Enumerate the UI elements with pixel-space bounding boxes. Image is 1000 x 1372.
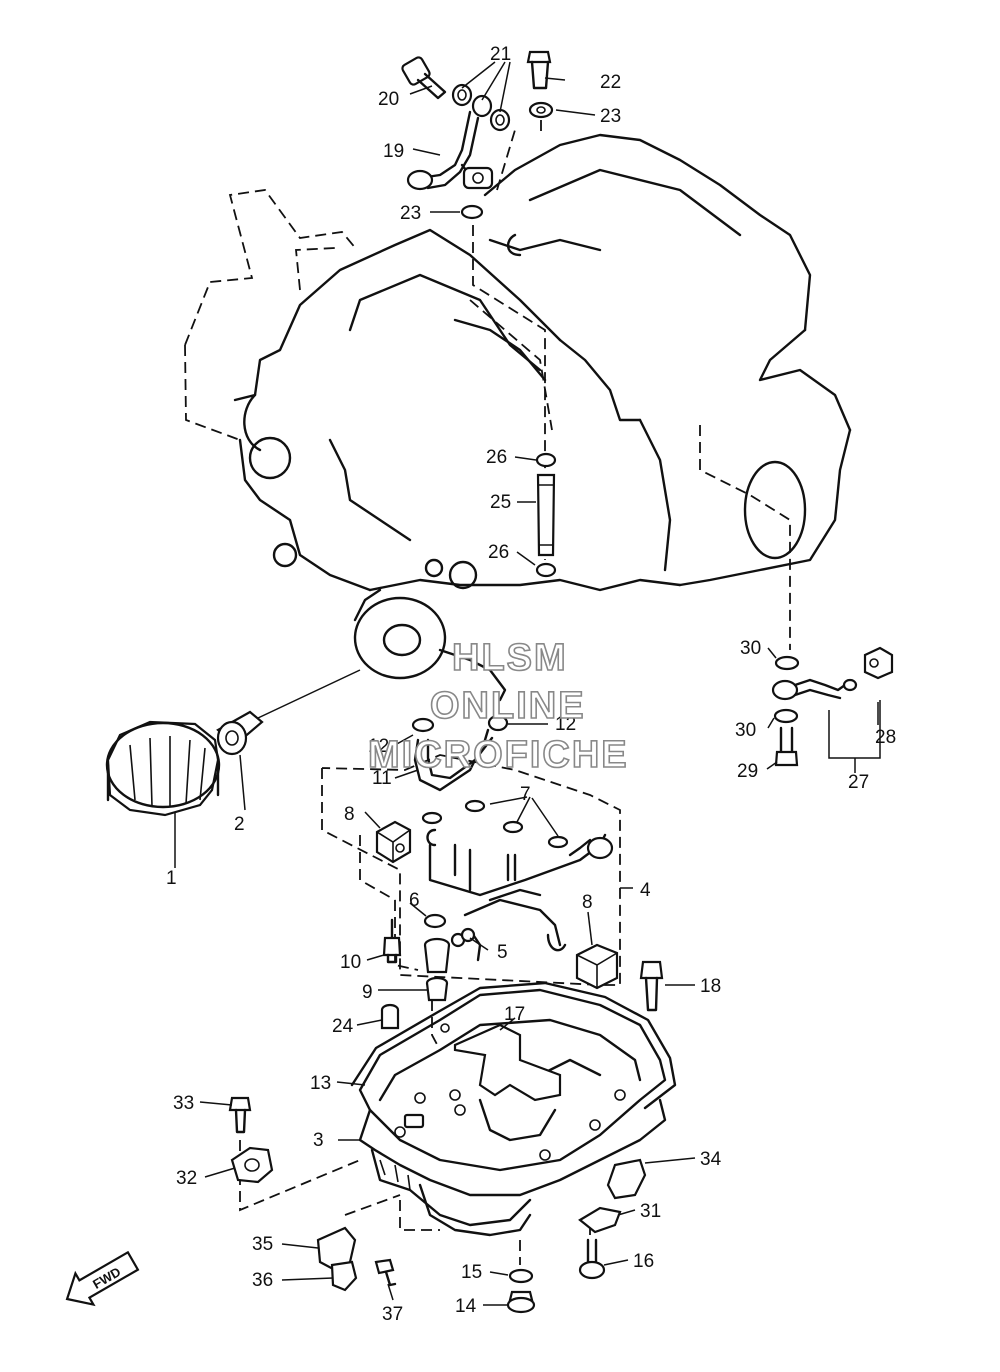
callout-30-lower: 30 — [735, 720, 756, 741]
callout-19: 19 — [383, 141, 404, 162]
cup-9 — [425, 976, 449, 1002]
union-bolt-2 — [216, 710, 264, 756]
callout-37: 37 — [382, 1304, 403, 1325]
damper-block-8-left — [375, 820, 412, 864]
callout-13: 13 — [310, 1073, 331, 1094]
sensor-10 — [382, 918, 402, 964]
boss-32 — [230, 1146, 274, 1184]
callout-15: 15 — [461, 1262, 482, 1283]
callout-31: 31 — [640, 1201, 661, 1222]
callout-28: 28 — [875, 727, 896, 748]
oil-pan-3 — [350, 981, 677, 1237]
callout-23-upper: 23 — [600, 106, 621, 127]
callout-26-upper: 26 — [486, 447, 507, 468]
callout-22: 22 — [600, 72, 621, 93]
callout-3: 3 — [313, 1130, 324, 1151]
callout-5: 5 — [497, 942, 508, 963]
bolt-18 — [639, 960, 664, 1012]
oil-strainer-4 — [421, 799, 614, 962]
watermark: HLSM ONLINE MICROFICHE — [367, 636, 629, 777]
callout-10: 10 — [340, 952, 361, 973]
watermark-line-2: ONLINE — [430, 685, 586, 727]
callout-2: 2 — [234, 814, 245, 835]
callout-24: 24 — [332, 1016, 354, 1037]
bolt-37 — [374, 1258, 397, 1287]
callout-17: 17 — [504, 1004, 525, 1025]
callout-12-left: 12 — [368, 736, 389, 757]
callout-1: 1 — [166, 868, 177, 889]
callout-7: 7 — [520, 784, 531, 805]
bolt-16 — [578, 1238, 606, 1280]
drain-plug-14 — [506, 1290, 536, 1314]
oil-passage-centerline — [472, 225, 546, 560]
plate-31 — [578, 1206, 622, 1234]
callout-18: 18 — [700, 976, 721, 997]
callout-21: 21 — [490, 44, 511, 65]
callout-26-lower: 26 — [488, 542, 509, 563]
callout-16: 16 — [633, 1251, 654, 1272]
callout-23-lower: 23 — [400, 203, 421, 224]
callout-30-upper: 30 — [740, 638, 761, 659]
o-ring-6 — [423, 913, 447, 929]
engine-crankcase-outline — [184, 129, 852, 702]
callout-12-right: 12 — [555, 714, 576, 735]
callout-36: 36 — [252, 1270, 273, 1291]
callout-34: 34 — [700, 1149, 722, 1170]
callout-6: 6 — [409, 890, 420, 911]
watermark-line-1: HLSM — [452, 637, 568, 679]
oil-pipe-25 — [535, 452, 557, 578]
oil-delivery-pipe-group — [401, 50, 554, 220]
callout-8-right: 8 — [582, 892, 593, 913]
callout-20: 20 — [378, 89, 399, 110]
oil-line-27-group — [771, 646, 894, 767]
washer-15 — [508, 1268, 534, 1284]
callout-32: 32 — [176, 1168, 197, 1189]
callout-25: 25 — [490, 492, 511, 513]
callout-8-left: 8 — [344, 804, 355, 825]
plug-24 — [380, 1003, 400, 1030]
forward-direction-arrow: FWD — [65, 1250, 140, 1307]
cup-5 — [423, 927, 476, 974]
watermark-line-3: MICROFICHE — [368, 734, 629, 776]
bolt-33 — [228, 1096, 252, 1134]
strainer-assembly-bracket — [321, 754, 621, 986]
callout-4: 4 — [640, 880, 651, 901]
callout-29: 29 — [737, 761, 758, 782]
callout-11: 11 — [372, 768, 392, 789]
callout-35: 35 — [252, 1234, 273, 1255]
callout-9: 9 — [362, 982, 373, 1003]
oil-tube-11 — [411, 714, 509, 792]
callout-27: 27 — [848, 772, 869, 793]
leader-lines — [174, 61, 879, 1306]
callout-labels: 20 21 22 23 19 23 26 25 26 30 30 29 28 2… — [166, 44, 896, 1325]
bracket-34 — [606, 1158, 647, 1200]
cap-36 — [330, 1260, 358, 1292]
damper-block-8-right — [575, 943, 619, 990]
oil-filter-1 — [105, 720, 221, 817]
callout-33: 33 — [173, 1093, 194, 1114]
callout-14: 14 — [455, 1296, 477, 1317]
